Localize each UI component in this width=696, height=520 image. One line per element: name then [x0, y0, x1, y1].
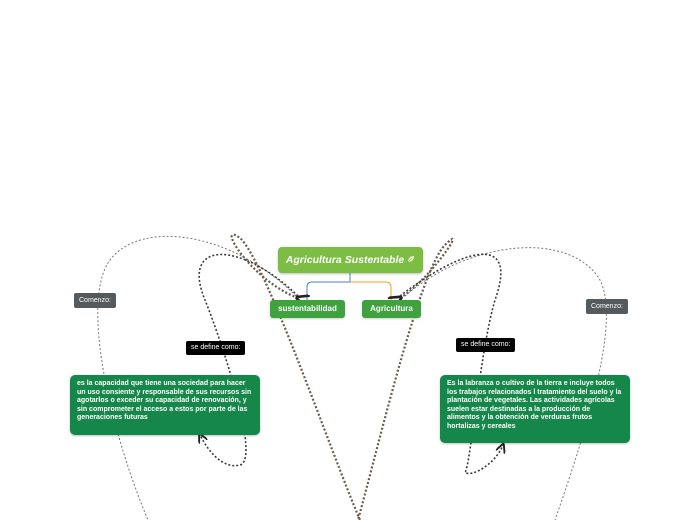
label-define-left[interactable]: se define como:	[186, 341, 246, 355]
branch-agricultura[interactable]: Agricultura	[362, 300, 421, 318]
branch-sustentabilidad[interactable]: sustentabilidad	[270, 300, 345, 318]
connector-agricultura	[350, 281, 392, 300]
loop-center-right	[356, 237, 454, 520]
definition-sustentabilidad[interactable]: es la capacidad que tiene una sociedad p…	[70, 375, 260, 435]
tag-comenzo-left[interactable]: Comenzo:	[74, 293, 116, 308]
connector-sustentabilidad	[306, 273, 351, 300]
definition-agricultura[interactable]: Es la labranza o cultivo de la tierra e …	[440, 375, 630, 443]
leaf-icon	[407, 247, 415, 263]
tag-comenzo-right[interactable]: Comenzo:	[586, 299, 628, 314]
root-node[interactable]: Agricultura Sustentable	[278, 247, 423, 273]
label-define-right[interactable]: se define como:	[456, 338, 516, 352]
root-label: Agricultura Sustentable	[285, 254, 405, 266]
